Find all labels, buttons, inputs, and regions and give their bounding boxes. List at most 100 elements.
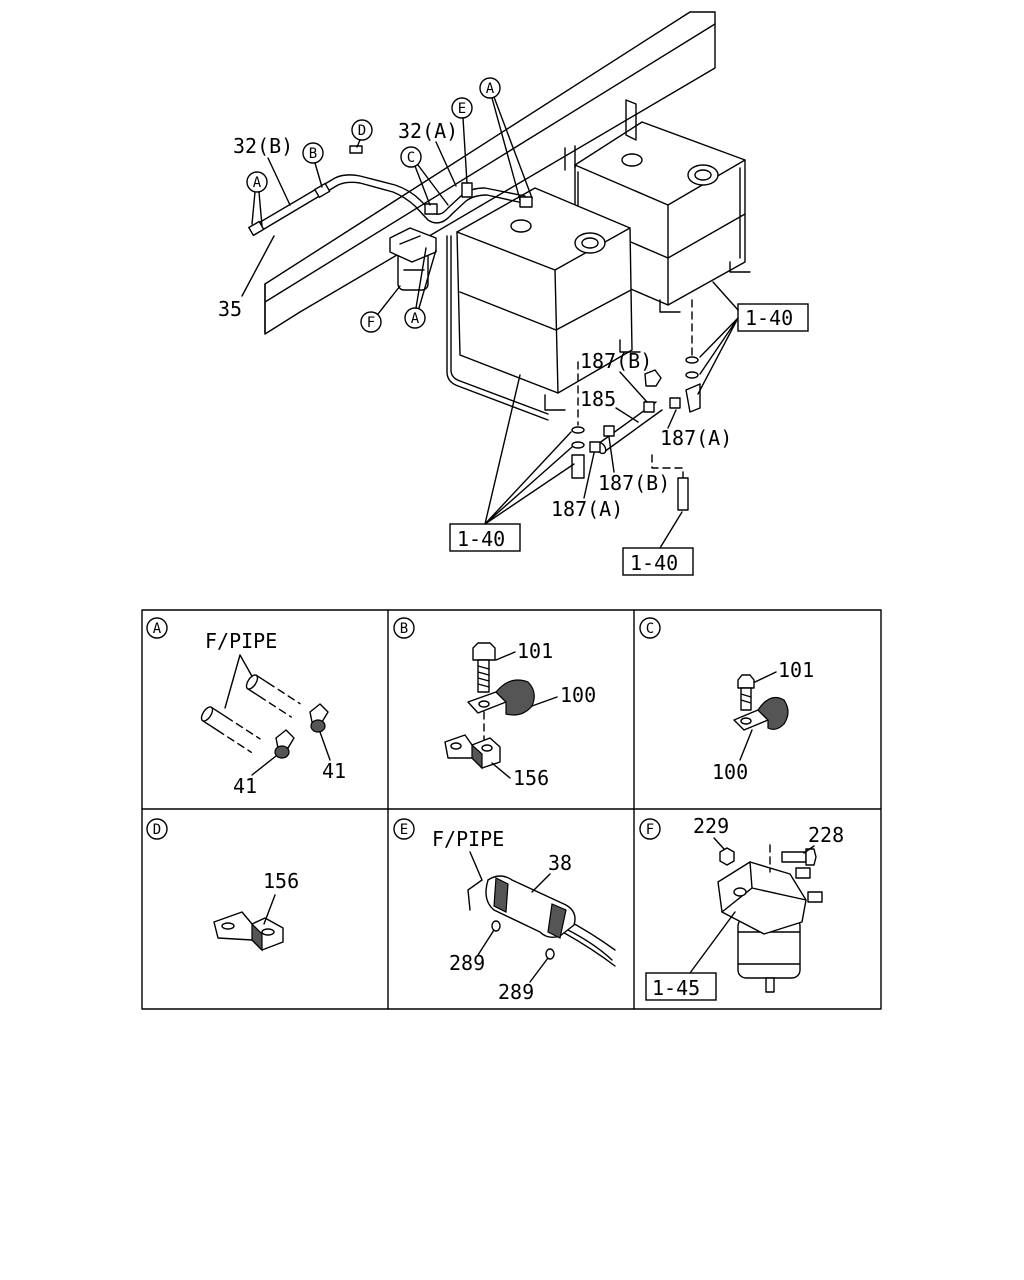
leader-101 bbox=[495, 651, 516, 661]
callout-circle bbox=[400, 146, 422, 168]
detail-callout-c: C bbox=[400, 146, 449, 206]
screw-289-left bbox=[491, 920, 501, 932]
hose-clip-187a-lower bbox=[589, 441, 601, 453]
callout-circle bbox=[351, 119, 373, 141]
label-35: 35 bbox=[218, 297, 242, 321]
hose-clip-187b-upper bbox=[643, 401, 655, 413]
leader-187b-upper bbox=[619, 371, 648, 403]
label-289-left: 289 bbox=[449, 951, 485, 975]
fuel-tank-rear-edges bbox=[574, 159, 746, 306]
reference-box-leaders bbox=[697, 281, 739, 395]
label-185: 185 bbox=[580, 387, 616, 411]
screw-289-right bbox=[545, 948, 555, 960]
fuel-tank-front-gauge bbox=[510, 219, 532, 233]
callout-circle bbox=[451, 97, 473, 119]
panel-letter: D bbox=[153, 822, 161, 838]
filter-mount-hole bbox=[733, 887, 747, 897]
leader-187a-lower bbox=[583, 452, 595, 499]
detail-panel-d: D 156 bbox=[146, 818, 299, 952]
callout-circle bbox=[404, 307, 426, 329]
drain-plug bbox=[677, 477, 689, 511]
leader-101 bbox=[754, 671, 777, 683]
fuel-tank-front-strap bbox=[459, 289, 632, 331]
leader-100 bbox=[739, 729, 753, 761]
drain-fitting-right bbox=[685, 383, 701, 413]
callout-leader bbox=[314, 162, 323, 188]
label-289-right: 289 bbox=[498, 980, 534, 1004]
clamp-100 bbox=[733, 697, 789, 731]
nut-229 bbox=[719, 847, 735, 866]
reference-box-text: 1-40 bbox=[745, 306, 793, 330]
filter-head bbox=[717, 861, 807, 935]
panel-letter-circle bbox=[393, 818, 415, 840]
callout-letter: F bbox=[367, 315, 375, 331]
label-101: 101 bbox=[517, 639, 553, 663]
callout-circle bbox=[360, 311, 382, 333]
panel-letter: F bbox=[646, 822, 654, 838]
hidden-line-hose-plug bbox=[651, 454, 684, 479]
label-32a: 32(A) bbox=[398, 119, 458, 143]
callout-leader bbox=[356, 139, 361, 148]
bracket-156 bbox=[444, 734, 501, 770]
label-228: 228 bbox=[808, 823, 844, 847]
hose-clip-187b-lower bbox=[603, 425, 615, 437]
reference-box-1-45: 1-45 bbox=[652, 976, 700, 1000]
detail-callout-e: E bbox=[451, 97, 473, 184]
detail-callout-a-top: A bbox=[479, 77, 533, 201]
pipe-clamp-38 bbox=[485, 875, 576, 939]
fuel-filter bbox=[389, 227, 437, 291]
frame-bracket-edge bbox=[467, 851, 483, 911]
label-fuel-pipe: F/PIPE bbox=[205, 629, 277, 653]
leader-156 bbox=[491, 762, 511, 779]
reference-box-text: 1-40 bbox=[457, 527, 505, 551]
bracket-156 bbox=[213, 911, 284, 952]
panel-letter-circle bbox=[146, 617, 168, 639]
washer-right-2 bbox=[685, 371, 699, 379]
fuel-tank-front-filler-cap-inner bbox=[581, 237, 599, 249]
callout-letter: C bbox=[407, 150, 415, 166]
detail-panel-f: F 229 228 1-45 bbox=[639, 814, 844, 1001]
detail-callout-f: F bbox=[360, 285, 401, 333]
reference-box-leader bbox=[689, 911, 736, 974]
callout-letter: A bbox=[253, 175, 262, 191]
pipe-bracket-e bbox=[461, 182, 473, 198]
leader-35 bbox=[241, 235, 275, 297]
reference-box-frame bbox=[737, 303, 809, 332]
leader-229 bbox=[713, 837, 725, 850]
detail-grid bbox=[141, 609, 882, 1010]
detail-panel-e: E F/PIPE 38 289 289 bbox=[393, 818, 616, 1004]
fuel-tank-front-filler-cap bbox=[574, 232, 606, 254]
callout-letter: D bbox=[358, 123, 366, 139]
reference-box-frame bbox=[449, 523, 521, 552]
callout-leader bbox=[462, 117, 468, 184]
leader-41-left bbox=[251, 755, 277, 776]
label-100: 100 bbox=[560, 683, 596, 707]
panel-letter: C bbox=[646, 621, 654, 637]
leader-289-right bbox=[529, 957, 549, 983]
callout-letter: E bbox=[458, 101, 466, 117]
fuel-tank-rear-filler-cap-inner bbox=[694, 169, 712, 181]
fuel-tank-rear-filler-cap bbox=[687, 164, 719, 186]
reference-box-leaders bbox=[484, 374, 575, 525]
leader-187b-lower bbox=[608, 436, 615, 473]
leader-187a-upper bbox=[667, 409, 677, 429]
callout-circle bbox=[479, 77, 501, 99]
detail-callout-b: B bbox=[302, 142, 324, 188]
fuel-tank-rear-feet bbox=[659, 261, 751, 313]
callout-letter: B bbox=[309, 146, 317, 162]
reference-box-frame bbox=[645, 972, 717, 1001]
reference-box-text: 1-40 bbox=[630, 551, 678, 575]
drain-fitting-left bbox=[571, 454, 585, 479]
leader-fuel-pipe bbox=[224, 654, 254, 709]
washer-left-1 bbox=[571, 426, 585, 434]
detail-callout-a-left: A bbox=[246, 171, 268, 227]
reference-box-top-right: 1-40 bbox=[697, 281, 809, 395]
label-229: 229 bbox=[693, 814, 729, 838]
leader-41-right bbox=[319, 731, 331, 761]
pipe-bracket-d bbox=[349, 145, 363, 154]
label-156: 156 bbox=[263, 869, 299, 893]
label-156: 156 bbox=[513, 766, 549, 790]
callout-leader bbox=[415, 247, 437, 309]
bolt-228 bbox=[781, 848, 817, 866]
callout-leader bbox=[377, 285, 401, 315]
